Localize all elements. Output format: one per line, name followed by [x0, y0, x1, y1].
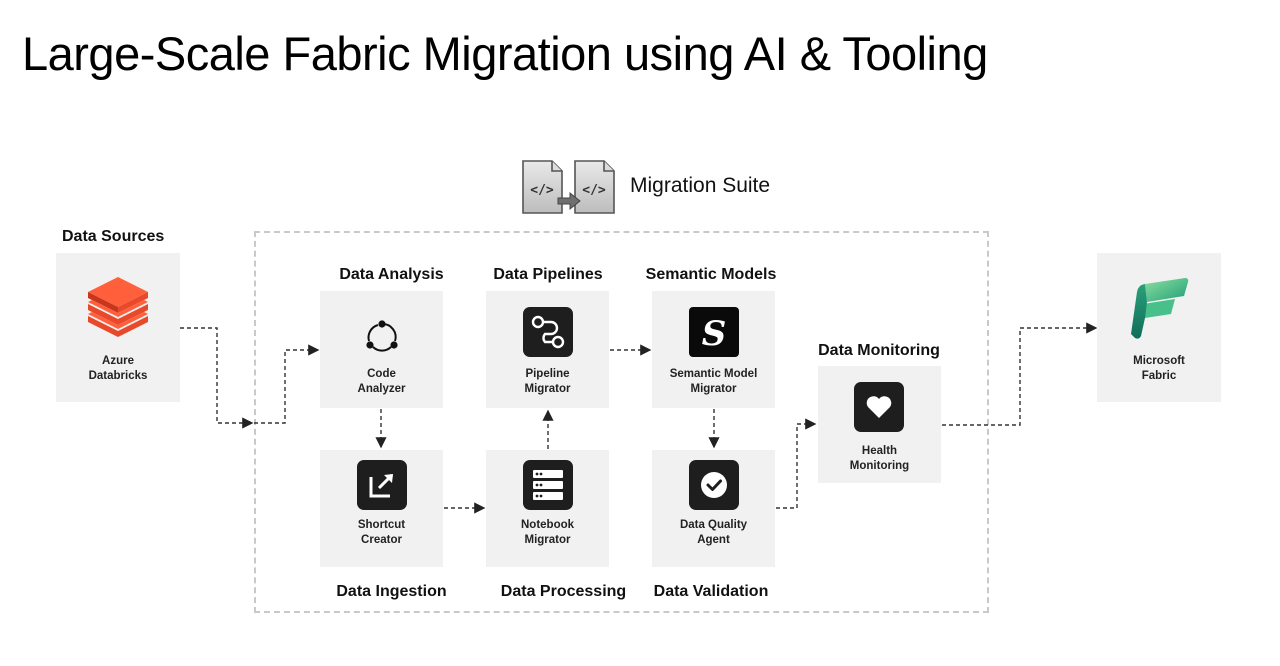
card-label-line2: Fabric [1141, 370, 1177, 382]
card-azure-databricks: Azure Databricks [56, 253, 180, 402]
code-analyzer-icon [365, 319, 399, 353]
card-label-line1: Notebook [520, 519, 575, 531]
card-notebook-migrator: Notebook Migrator [486, 450, 609, 567]
card-data-quality-agent: Data Quality Agent [652, 450, 775, 567]
migration-suite-label: Migration Suite [630, 174, 771, 197]
section-data-ingestion: Data Ingestion [336, 583, 447, 600]
arrow-health-to-fabric [942, 322, 1098, 426]
card-microsoft-fabric: Microsoft Fabric [1097, 253, 1221, 402]
card-shortcut-creator: Shortcut Creator [320, 450, 443, 567]
page-title: Large-Scale Fabric Migration using AI & … [22, 27, 988, 80]
card-label-line2: Migrator [690, 383, 737, 395]
section-data-pipelines: Data Pipelines [493, 266, 603, 283]
arrow-databricks-to-suite [180, 327, 254, 429]
svg-text:</>: </> [530, 183, 554, 198]
card-code-analyzer: Code Analyzer [320, 291, 443, 408]
arrow-to-code-analyzer [254, 344, 320, 424]
card-label-line2: Agent [697, 534, 730, 546]
card-label-line1: Health [861, 445, 898, 457]
notebook-icon [523, 460, 573, 510]
migration-suite-container [254, 231, 989, 613]
card-label-line2: Monitoring [849, 460, 910, 472]
section-data-sources: Data Sources [62, 228, 165, 245]
svg-text:S: S [702, 314, 727, 354]
semantic-model-icon: S [689, 307, 739, 357]
section-data-analysis: Data Analysis [339, 266, 444, 283]
card-label-line1: Pipeline [525, 368, 570, 380]
card-label-line2: Migrator [524, 534, 571, 546]
card-label-line2: Migrator [524, 383, 571, 395]
section-data-processing: Data Processing [500, 583, 627, 600]
arrow-quality-to-health [776, 418, 817, 509]
card-label-line2: Databricks [88, 370, 148, 382]
card-semantic-model-migrator: S Semantic Model Migrator [652, 291, 775, 408]
card-label-line1: Code [367, 368, 396, 380]
card-label-line1: Azure [102, 355, 134, 367]
check-icon [689, 460, 739, 510]
svg-text:</>: </> [582, 183, 606, 198]
card-label-line1: Shortcut [357, 519, 406, 531]
heart-icon [854, 382, 904, 432]
section-data-validation: Data Validation [653, 583, 769, 600]
fabric-icon [1129, 278, 1189, 340]
card-label-line1: Semantic Model [669, 368, 758, 380]
card-health-monitoring: Health Monitoring [818, 366, 941, 483]
section-data-monitoring: Data Monitoring [818, 342, 940, 359]
card-pipeline-migrator: Pipeline Migrator [486, 291, 609, 408]
shortcut-icon [357, 460, 407, 510]
card-label-line2: Analyzer [357, 383, 406, 395]
section-semantic-models: Semantic Models [645, 266, 777, 283]
code-migration-icon: </> </> [520, 158, 620, 216]
card-label-line1: Data Quality [679, 519, 748, 531]
databricks-icon [84, 273, 152, 343]
card-label-line1: Microsoft [1133, 355, 1185, 367]
card-label-line2: Creator [361, 534, 402, 546]
pipeline-icon [523, 307, 573, 357]
